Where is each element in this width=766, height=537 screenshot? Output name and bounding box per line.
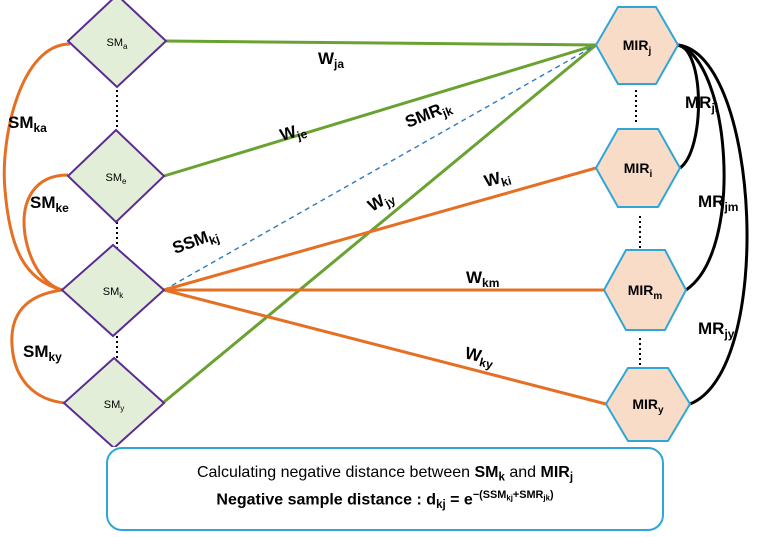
sm-node-a-sub: a xyxy=(123,42,128,51)
edge-sm-k-mir-j-dashed xyxy=(163,44,597,291)
edge-label-mr-ji: MRji xyxy=(685,93,718,115)
mir-node-m-sub: m xyxy=(653,291,662,302)
svg-text:MIRi: MIRi xyxy=(624,160,653,180)
formula-d: d xyxy=(426,491,437,509)
mir-node-m-label: MIR xyxy=(628,282,654,298)
svg-text:MIRj: MIRj xyxy=(623,37,652,57)
mir-node-i-label: MIR xyxy=(624,160,650,176)
mir-node-y-sub: y xyxy=(658,405,664,416)
sm-node-y[interactable]: SMy xyxy=(62,356,166,450)
svg-text:SMk: SMk xyxy=(103,286,125,300)
edge-sm-k-y xyxy=(10,288,66,405)
sm-node-a[interactable]: SMa xyxy=(66,0,168,89)
svg-text:SMy: SMy xyxy=(104,399,125,413)
edge-label-sm-ka: SMka xyxy=(8,113,47,135)
edge-label-w-je: Wje xyxy=(278,119,310,148)
formula-line-2: Negative sample distance : dkj = e−(SSMk… xyxy=(108,489,662,511)
mir-node-m[interactable]: MIRm xyxy=(602,249,688,331)
edge-mir-j-m xyxy=(677,43,726,292)
sm-node-y-label: SM xyxy=(104,399,121,411)
sm-node-k[interactable]: SMk xyxy=(60,243,166,338)
svg-text:SMe: SMe xyxy=(106,172,128,186)
formula-sm: SM xyxy=(474,464,499,481)
sm-node-k-sub: k xyxy=(119,291,124,300)
formula-equals-e: = e xyxy=(445,491,473,509)
sm-node-a-label: SM xyxy=(107,37,124,49)
sm-node-e-sub: e xyxy=(122,177,127,186)
edge-sm-e-k xyxy=(22,173,69,292)
edge-label-w-ja: Wja xyxy=(318,49,344,71)
mir-node-j[interactable]: MIRj xyxy=(594,6,680,85)
edge-label-sm-ke: SMke xyxy=(30,193,69,215)
formula-d-sub: kj xyxy=(436,499,446,512)
formula-and: and xyxy=(504,464,541,481)
edge-sm-k-mir-i xyxy=(163,166,597,292)
formula-sm-sub: k xyxy=(498,471,505,484)
sm-node-e-label: SM xyxy=(106,172,123,184)
edge-label-w-km: Wkm xyxy=(466,268,499,290)
edge-label-w-ky: Wky xyxy=(462,343,496,372)
mir-node-y-label: MIR xyxy=(632,396,658,412)
diagram-canvas: SMa SMe SMk SMy MIRj MIRi MIRm MIRy SMka… xyxy=(2,0,749,450)
edge-label-mr-jm: MRjm xyxy=(698,192,738,214)
svg-text:MIRy: MIRy xyxy=(632,396,664,416)
mir-node-i-sub: i xyxy=(649,169,652,180)
edge-sm-y-mir-j xyxy=(163,43,597,404)
formula-box: Calculating negative distance between SM… xyxy=(106,447,664,531)
formula-mir-sub: j xyxy=(569,471,574,484)
sm-node-e[interactable]: SMe xyxy=(66,128,166,224)
edge-sm-k-mir-y xyxy=(163,288,607,406)
edge-mir-j-y xyxy=(677,43,749,406)
mir-node-y[interactable]: MIRy xyxy=(604,367,692,442)
edge-label-sm-ky: SMky xyxy=(23,342,62,364)
edge-sm-a-k xyxy=(2,42,71,292)
sm-node-y-sub: y xyxy=(120,404,124,413)
formula-line-1-prefix: Calculating negative distance between xyxy=(196,464,475,481)
svg-text:SMa: SMa xyxy=(107,37,129,51)
sm-node-k-label: SM xyxy=(103,286,120,298)
formula-line-1: Calculating negative distance between SM… xyxy=(108,464,662,483)
edge-label-ssm-kj: SSMkj xyxy=(170,224,222,261)
formula-exponent: −(SSMkj+SMRjk) xyxy=(472,489,554,503)
formula-mir: MIR xyxy=(540,464,570,481)
edge-sm-e-mir-j xyxy=(163,43,597,178)
mir-node-j-label: MIR xyxy=(623,37,649,53)
svg-text:MIRm: MIRm xyxy=(628,282,663,302)
mir-node-j-sub: j xyxy=(647,46,651,57)
edge-label-w-ki: Wki xyxy=(482,166,513,194)
formula-line-2-prefix: Negative sample distance : xyxy=(216,491,427,509)
mir-node-i[interactable]: MIRi xyxy=(594,128,682,208)
edge-label-mr-jy: MRjy xyxy=(698,319,735,341)
edge-sm-a-mir-j xyxy=(165,39,597,47)
